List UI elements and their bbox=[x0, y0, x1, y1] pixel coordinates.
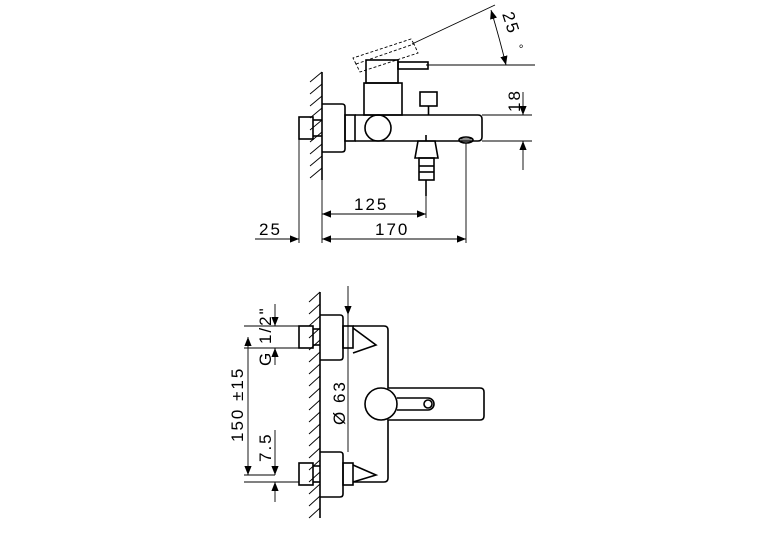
cartridge-top bbox=[364, 387, 398, 421]
dim-cover-diameter-label: Ø 63 bbox=[330, 380, 349, 425]
lever-tilted-outline bbox=[355, 43, 419, 73]
wall-escutcheon bbox=[322, 103, 346, 153]
front-view: G 1/2" 150 ±15 7.5 Ø 63 bbox=[228, 286, 485, 519]
spout-aerator bbox=[458, 136, 474, 144]
dim-eccentric-offset-label: 7.5 bbox=[256, 432, 275, 462]
dim-spout-projection-label: 170 bbox=[375, 220, 409, 239]
dim-wall-offset-label: 25 bbox=[259, 220, 282, 239]
dim-vertical-front: G 1/2" 150 ±15 7.5 bbox=[228, 304, 299, 502]
wall-side bbox=[309, 71, 323, 180]
eccentric-nut bbox=[344, 114, 356, 142]
upper-inlet bbox=[298, 314, 354, 361]
dim-horizontal: 125 25 170 bbox=[255, 139, 467, 243]
dim-handshower-offset-label: 125 bbox=[354, 195, 388, 214]
lower-inlet bbox=[298, 451, 354, 498]
dim-degree-symbol: ° bbox=[511, 43, 526, 52]
dim-spout-height-label: 18 bbox=[505, 89, 524, 112]
dim-lever-angle: 25 ° bbox=[411, 4, 535, 66]
cartridge-column bbox=[352, 38, 429, 116]
diverter-top bbox=[397, 397, 435, 411]
dim-cover-diameter: Ø 63 bbox=[330, 286, 352, 452]
dim-lever-angle-label: 25 bbox=[498, 9, 523, 37]
dim-spout-height: 18 bbox=[482, 89, 532, 170]
side-view: 25 ° 18 125 25 170 bbox=[255, 4, 535, 243]
mixer-body-top bbox=[352, 325, 485, 483]
wall-front bbox=[308, 291, 321, 519]
lever-handle bbox=[397, 61, 429, 70]
dim-thread-label: G 1/2" bbox=[256, 306, 275, 366]
dim-center-distance-label: 150 ±15 bbox=[228, 367, 247, 442]
shower-outlet bbox=[414, 135, 439, 196]
diverter-button bbox=[419, 91, 438, 107]
mixer-body bbox=[355, 114, 483, 144]
inlet-connector bbox=[298, 116, 322, 140]
